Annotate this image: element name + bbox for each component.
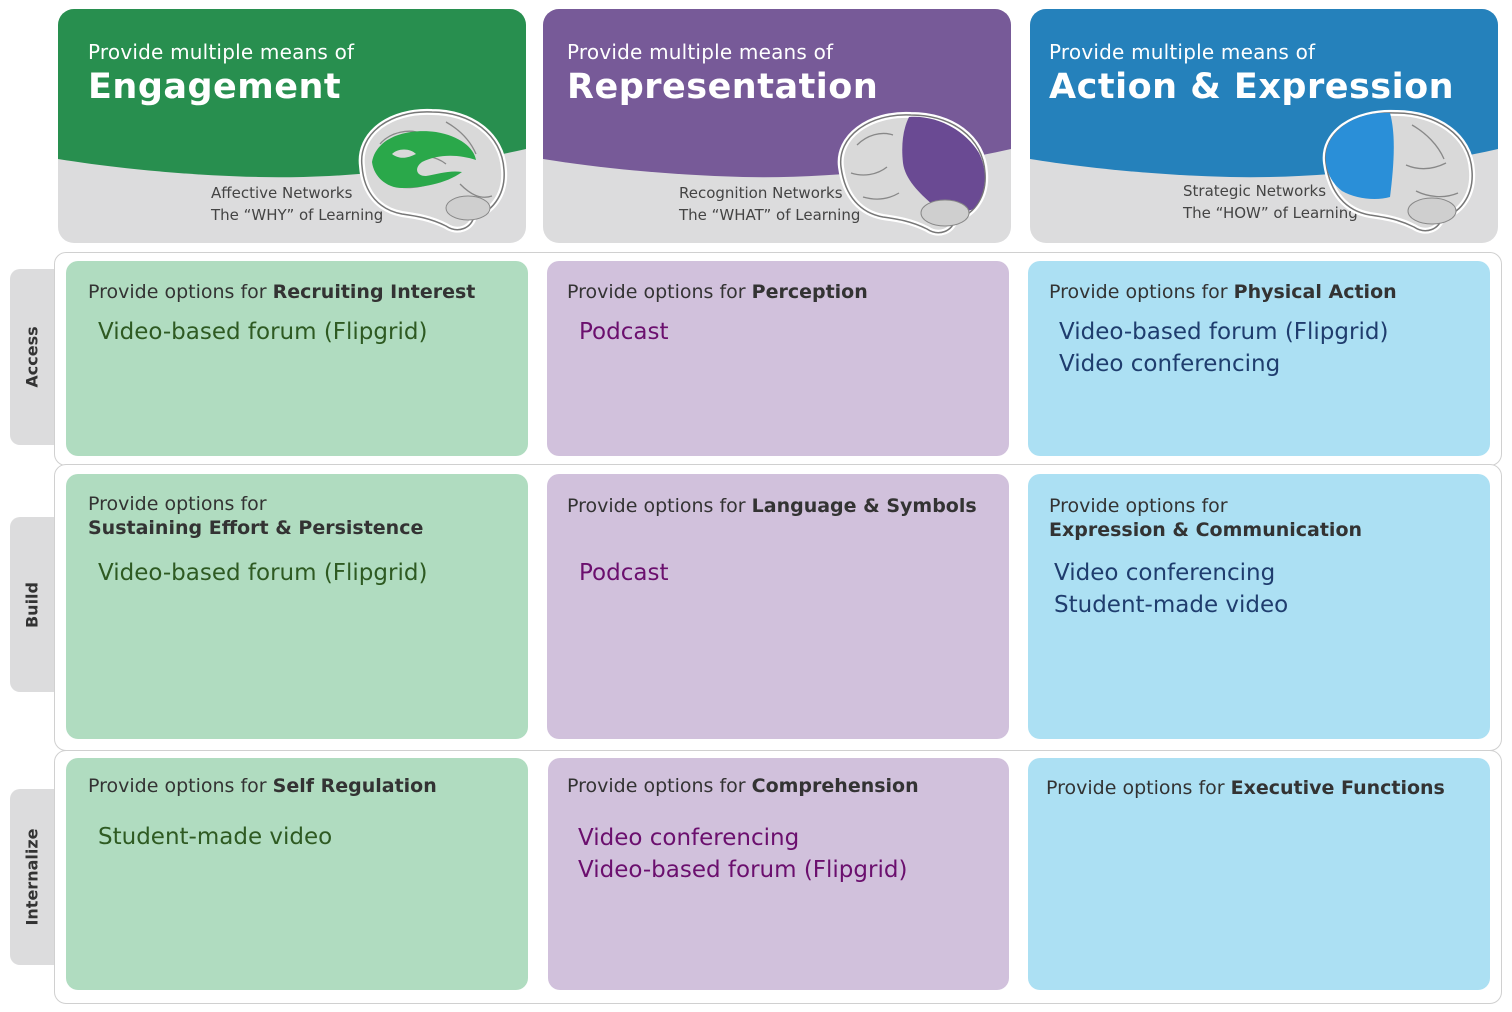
list-item: Video-based forum (Flipgrid) — [1059, 319, 1389, 345]
header-title: Action & Expression — [1049, 67, 1455, 107]
cell-heading: Provide options for Comprehension — [567, 775, 919, 797]
cell-items: Podcast — [579, 316, 668, 348]
engagement-header: Provide multiple means of Engagement Aff… — [58, 9, 526, 243]
side-tab-access: Access — [10, 269, 54, 445]
cell-self-regulation: Provide options for Self Regulation Stud… — [66, 758, 528, 990]
cell-items: Video-based forum (Flipgrid) — [98, 557, 427, 589]
cell-perception: Provide options for Perception Podcast — [547, 261, 1009, 456]
cell-executive-functions: Provide options for Executive Functions — [1028, 758, 1490, 990]
cell-items: Video-based forum (Flipgrid) — [98, 316, 427, 348]
cell-items: Video conferencing Student-made video — [1054, 557, 1288, 621]
cell-comprehension: Provide options for Comprehension Video … — [548, 758, 1009, 990]
header-title: Engagement — [88, 67, 342, 107]
cell-recruiting-interest: Provide options for Recruiting Interest … — [66, 261, 528, 456]
cell-items: Podcast — [579, 557, 668, 589]
cell-items: Student-made video — [98, 821, 332, 853]
cell-heading: Provide options for Recruiting Interest — [88, 281, 476, 303]
row-label: Internalize — [22, 828, 42, 926]
header-title: Representation — [567, 67, 879, 107]
header-lead: Provide multiple means of — [567, 40, 834, 64]
network-name: Recognition Networks — [679, 184, 843, 202]
list-item: Video conferencing — [578, 825, 800, 851]
row-label: Build — [22, 581, 42, 628]
list-item: Video conferencing — [1054, 560, 1276, 586]
affective-highlight — [372, 131, 476, 188]
cell-heading: Provide options for Self Regulation — [88, 775, 437, 797]
cell-items: Video-based forum (Flipgrid) Video confe… — [1059, 316, 1388, 380]
header-lead: Provide multiple means of — [88, 40, 355, 64]
list-item: Podcast — [579, 560, 669, 586]
cell-heading: Provide options for Language & Symbols — [567, 495, 977, 517]
list-item: Podcast — [579, 319, 669, 345]
row-label: Access — [22, 326, 42, 388]
representation-header: Provide multiple means of Representation… — [543, 9, 1011, 243]
network-caption: Strategic Networks The “HOW” of Learning — [1183, 180, 1358, 224]
network-name: Strategic Networks — [1183, 182, 1327, 200]
cell-heading: Provide options for Perception — [567, 281, 868, 303]
cell-language-symbols: Provide options for Language & Symbols P… — [547, 474, 1009, 739]
list-item: Video-based forum (Flipgrid) — [578, 857, 908, 883]
cell-items: Video conferencing Video-based forum (Fl… — [578, 822, 907, 886]
side-tab-internalize: Internalize — [10, 789, 54, 965]
side-tab-build: Build — [10, 517, 54, 692]
cell-heading: Provide options for Executive Functions — [1046, 777, 1445, 799]
strategic-highlight — [1325, 112, 1394, 199]
list-item: Student-made video — [1054, 592, 1289, 618]
network-name: Affective Networks — [211, 184, 353, 202]
header-lead: Provide multiple means of — [1049, 40, 1316, 64]
brain-icon — [1322, 109, 1476, 234]
recognition-highlight — [902, 116, 985, 213]
learning-how: The “HOW” of Learning — [1183, 204, 1358, 222]
learning-why: The “WHY” of Learning — [211, 206, 384, 224]
network-caption: Recognition Networks The “WHAT” of Learn… — [679, 182, 860, 226]
list-item: Video-based forum (Flipgrid) — [98, 319, 428, 345]
brain-icon — [837, 111, 989, 236]
list-item: Student-made video — [98, 824, 333, 850]
list-item: Video-based forum (Flipgrid) — [98, 560, 428, 586]
list-item: Video conferencing — [1059, 351, 1281, 377]
network-caption: Affective Networks The “WHY” of Learning — [211, 182, 383, 226]
cell-physical-action: Provide options for Physical Action Vide… — [1028, 261, 1490, 456]
brain-icon — [358, 108, 508, 233]
learning-what: The “WHAT” of Learning — [679, 206, 861, 224]
action-expression-header: Provide multiple means of Action & Expre… — [1030, 9, 1498, 243]
cell-heading: Provide options for Physical Action — [1049, 281, 1397, 303]
